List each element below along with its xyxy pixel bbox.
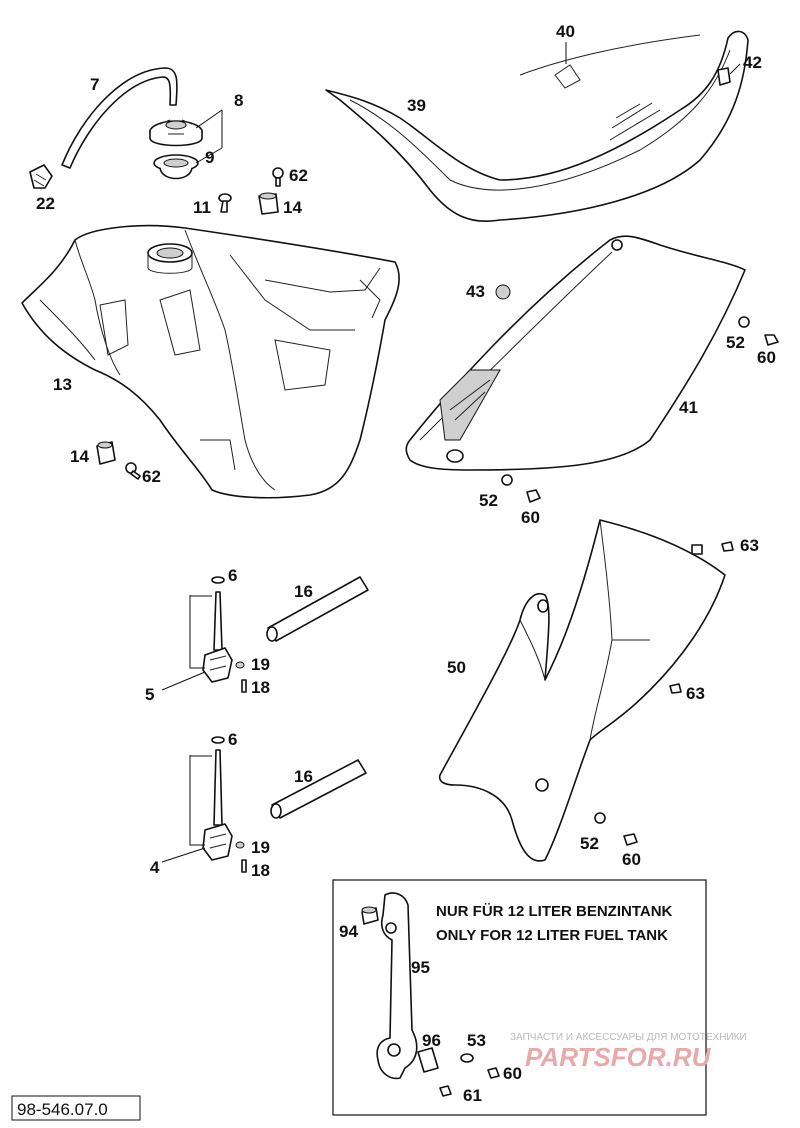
- callout-53: 53: [467, 1031, 486, 1050]
- callout-18b: 18: [251, 861, 270, 880]
- screw-62b-part: [125, 462, 141, 480]
- callout-94: 94: [339, 922, 358, 941]
- filler-cap-part: [149, 119, 203, 147]
- side-panel-part: [405, 235, 746, 471]
- screw-11-part: [218, 193, 232, 213]
- callout-11: 11: [193, 198, 211, 217]
- fuel-line-16b-part: [270, 759, 367, 819]
- screw-61-part: [439, 1085, 452, 1097]
- callout-62b: 62: [142, 467, 161, 486]
- callout-62a: 62: [289, 166, 308, 185]
- screw-63b-part: [669, 683, 682, 694]
- callout-95: 95: [411, 958, 430, 977]
- callout-18a: 18: [251, 678, 270, 697]
- callout-50: 50: [447, 658, 466, 677]
- callout-13: 13: [53, 375, 72, 394]
- callout-4: 4: [150, 858, 160, 877]
- inset-frame: [332, 879, 707, 1116]
- inset-note-line-2: ONLY FOR 12 LITER FUEL TANK: [436, 927, 668, 944]
- callout-60d: 60: [503, 1064, 522, 1083]
- callout-60b: 60: [521, 508, 540, 527]
- callout-19b: 19: [251, 838, 270, 857]
- callout-52b: 52: [479, 491, 498, 510]
- callout-6a: 6: [228, 566, 237, 585]
- washer-53-part: [460, 1053, 474, 1063]
- callout-63b: 63: [686, 684, 705, 703]
- callout-22: 22: [36, 194, 55, 213]
- callout-43: 43: [466, 282, 485, 301]
- watermark-site: PARTSFOR.RU: [525, 1042, 712, 1072]
- washer-52a-part: [738, 316, 750, 328]
- drawing-code: 98-546.07.0: [17, 1100, 108, 1119]
- callout-19a: 19: [251, 655, 270, 674]
- callout-40: 40: [556, 22, 575, 41]
- fuel-line-16a-part: [266, 576, 369, 642]
- watermark-tagline: ЗАПЧАСТИ И АКСЕССУАРЫ ДЛЯ МОТОТЕХНИКИ: [510, 1032, 747, 1043]
- callout-14a: 14: [283, 198, 302, 217]
- callout-61: 61: [463, 1086, 482, 1105]
- bushing-14b-part: [96, 441, 116, 465]
- radiator-shroud-part: [438, 519, 726, 862]
- fuel-tap-4-part: [189, 736, 247, 873]
- washer-52c-part: [594, 812, 606, 824]
- callout-52c: 52: [580, 834, 599, 853]
- fuel-hose-part: [61, 67, 178, 169]
- screw-60c-part: [623, 833, 638, 846]
- callout-16a: 16: [294, 582, 313, 601]
- callout-6b: 6: [228, 730, 237, 749]
- screw-60a-part: [764, 334, 779, 346]
- bushing-96-part: [417, 1047, 439, 1073]
- bushing-94-part: [361, 906, 379, 925]
- callout-41: 41: [679, 398, 698, 417]
- callout-96: 96: [422, 1031, 441, 1050]
- hose-clip-part: [29, 164, 53, 189]
- callout-8: 8: [234, 91, 243, 110]
- screw-60d-part: [487, 1067, 500, 1079]
- callout-9: 9: [205, 148, 214, 167]
- screw-63a-part: [721, 541, 734, 552]
- callout-60a: 60: [757, 348, 776, 367]
- callout-63a: 63: [740, 536, 759, 555]
- callout-60c: 60: [622, 850, 641, 869]
- bracket-95-part: [376, 892, 418, 1080]
- inset-note-line-1: NUR FÜR 12 LITER BENZINTANK: [436, 903, 673, 920]
- filler-seal-part: [153, 154, 199, 180]
- callout-14b: 14: [70, 447, 89, 466]
- screw-62-part: [272, 167, 284, 187]
- callout-5: 5: [145, 685, 154, 704]
- grommet-43-part: [495, 284, 511, 300]
- callout-16b: 16: [294, 767, 313, 786]
- drawing-code-box: [11, 1095, 141, 1121]
- screw-60b-part: [526, 489, 541, 503]
- callout-52a: 52: [726, 333, 745, 352]
- washer-52b-part: [501, 474, 513, 486]
- callout-7: 7: [90, 75, 99, 94]
- seat-part: [325, 30, 749, 222]
- fuel-tap-5-part: [189, 576, 247, 693]
- bushing-14-part: [258, 192, 279, 215]
- callout-39: 39: [407, 96, 426, 115]
- callout-42: 42: [743, 53, 762, 72]
- fuel-tank-part: [21, 224, 400, 499]
